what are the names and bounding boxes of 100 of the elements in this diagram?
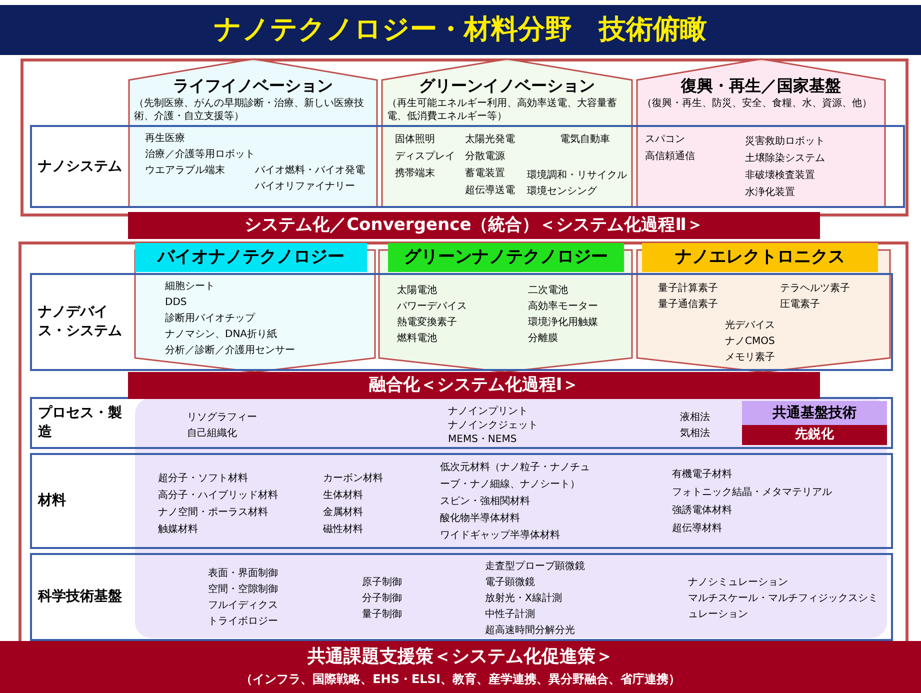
item-text: リソグラフィー <box>187 411 257 425</box>
banner-heading: 共通課題支援策＜システム化促進策＞ <box>306 645 614 669</box>
item-text: フルイディクス <box>208 599 278 613</box>
row-heading: プロセス・製造 <box>38 404 123 442</box>
item-text: ナノインクジェット <box>448 419 538 433</box>
item-text: 酸化物半導体材料 <box>440 512 521 526</box>
item-text: 固体照明 <box>395 133 436 147</box>
item-text: 超高速時間分解分光 <box>485 624 576 638</box>
row-panel <box>30 125 905 208</box>
item-text: ディスプレイ <box>395 150 455 164</box>
item-text: 気相法 <box>680 426 710 441</box>
item-text: 高信頼通信 <box>645 150 695 164</box>
item-text: 触媒材料 <box>158 522 199 537</box>
category-heading: 復興・再生／国家基盤 <box>680 76 842 95</box>
tag-label: 共通基盤技術 <box>742 401 887 425</box>
item-text: バイオ燃料・バイオ発電 <box>255 164 365 178</box>
item-text: 燃料電池 <box>397 332 438 346</box>
item-text: 水浄化装置 <box>745 186 796 200</box>
item-text: フォトニック結晶・メタマテリアル <box>672 486 832 500</box>
banner-subtitle: （インフラ、国際戦略、EHS・ELSI、教育、産学連携、異分野融合、省庁連携） <box>240 671 682 688</box>
item-text: 空間・空隙制御 <box>208 582 278 597</box>
item-text: テラヘルツ素子 <box>780 282 850 296</box>
row-heading: 科学技術基盤 <box>38 588 123 606</box>
item-text: 熱電変換素子 <box>397 316 458 330</box>
item-text: 生体材料 <box>323 488 364 503</box>
row-panel <box>30 453 893 549</box>
item-text: 環境センシング <box>527 184 598 199</box>
item-text: 高効率モーター <box>528 300 598 314</box>
item-text: マルチスケール・マルチフィジックスシミュレーション <box>688 592 878 622</box>
item-text: 光デバイス <box>725 318 775 333</box>
item-text: 非破壊検査装置 <box>745 168 816 183</box>
item-text: 圧電素子 <box>780 298 821 312</box>
item-text: 超伝導材料 <box>672 522 723 536</box>
category-heading: ライフイノベーション <box>172 76 334 95</box>
item-text: 量子計算素子 <box>658 282 718 296</box>
item-text: ナノ空間・ポーラス材料 <box>158 506 269 520</box>
item-text: 金属材料 <box>323 506 364 520</box>
row-panel <box>30 553 893 641</box>
category-description: （先制医療、がんの早期診断・治療、新しい医療技術、介護・自立支援等） <box>134 97 365 123</box>
item-text: ナノシミュレーション <box>688 576 789 590</box>
item-text: 走査型プローブ顕微鏡 <box>485 560 585 574</box>
item-text: 環境浄化用触媒 <box>528 316 598 330</box>
category-house <box>128 58 378 208</box>
item-text: ナノインプリント <box>448 405 529 419</box>
item-text: 太陽電池 <box>397 284 438 298</box>
item-text: 放射光・X線計測 <box>485 592 563 606</box>
item-text: スパコン <box>645 133 686 147</box>
row-heading: ナノシステム <box>38 157 123 176</box>
tag-label: 先鋭化 <box>742 425 887 445</box>
item-text: 中性子計測 <box>485 608 536 622</box>
item-text: ナノCMOS <box>725 335 775 349</box>
item-text: 治療／介護等用ロボット <box>145 148 255 162</box>
field-tab: グリーンナノテクノロジー <box>388 243 624 272</box>
item-text: 低次元材料（ナノ粒子・ナノチューブ・ナノ細線、ナノシート） <box>440 460 590 492</box>
row-panel <box>30 273 893 371</box>
item-text: バイオリファイナリー <box>255 180 356 194</box>
item-text: ワイドギャップ半導体材料 <box>440 528 561 543</box>
item-text: スピン・強相関材料 <box>440 494 531 509</box>
item-text: 表面・界面制御 <box>208 566 278 581</box>
item-text: 電気自動車 <box>560 132 610 147</box>
item-text: 超伝導送電 <box>465 184 515 198</box>
item-text: 強誘電体材料 <box>672 504 733 518</box>
item-text: MEMS・NEMS <box>448 433 518 447</box>
item-text: 磁性材料 <box>323 522 364 537</box>
item-text: 再生医療 <box>145 132 186 146</box>
category-description: （再生可能エネルギー利用、高効率送電、大容量蓄電、低消費エネルギー等） <box>387 97 618 123</box>
item-text: 二次電池 <box>528 284 569 298</box>
title-bar: ナノテクノロジー・材料分野 技術俯瞰 <box>0 5 921 55</box>
row-panel <box>30 397 893 449</box>
item-text: ナノマシン、DNA折り紙 <box>165 328 278 342</box>
process-banner: システム化／Convergence（統合）＜システム化過程Ⅱ＞ <box>128 212 820 239</box>
item-text: 量子制御 <box>362 608 402 622</box>
item-text: 環境調和・リサイクル <box>527 168 627 183</box>
item-text: メモリ素子 <box>725 350 775 365</box>
process-banner: 融合化＜システム化過程Ⅰ＞ <box>128 372 820 399</box>
support-banner <box>0 641 921 693</box>
item-text: 超分子・ソフト材料 <box>158 472 249 486</box>
item-text: 有機電子材料 <box>672 468 733 482</box>
item-text: 携帯端末 <box>395 166 436 181</box>
item-text: 量子通信素子 <box>658 298 718 312</box>
item-text: 細胞シート <box>165 280 216 294</box>
item-text: 高分子・ハイブリッド材料 <box>158 488 278 503</box>
item-text: 分子制御 <box>362 592 402 606</box>
field-tab: バイオナノテクノロジー <box>135 243 367 272</box>
item-text: 土壌除染システム <box>745 152 825 166</box>
item-text: 液相法 <box>680 410 710 425</box>
item-text: 分析／診断／介護用センサー <box>165 344 295 358</box>
category-heading: グリーンイノベーション <box>418 76 596 95</box>
item-text: 電子顕微鏡 <box>485 576 536 590</box>
item-text: 分離膜 <box>528 332 559 346</box>
item-text: トライボロジー <box>208 615 278 629</box>
field-tab: ナノエレクトロニクス <box>642 243 878 272</box>
row-heading: ナノデバイス・システム <box>38 303 123 341</box>
item-text: パワーデバイス <box>397 300 467 314</box>
item-text: 原子制御 <box>362 576 402 590</box>
item-text: 自己組織化 <box>187 426 238 441</box>
item-text: 蓄電装置 <box>465 166 506 181</box>
item-text: 分散電源 <box>465 150 506 164</box>
category-house <box>636 58 886 208</box>
item-text: 診断用バイオチップ <box>165 312 256 326</box>
